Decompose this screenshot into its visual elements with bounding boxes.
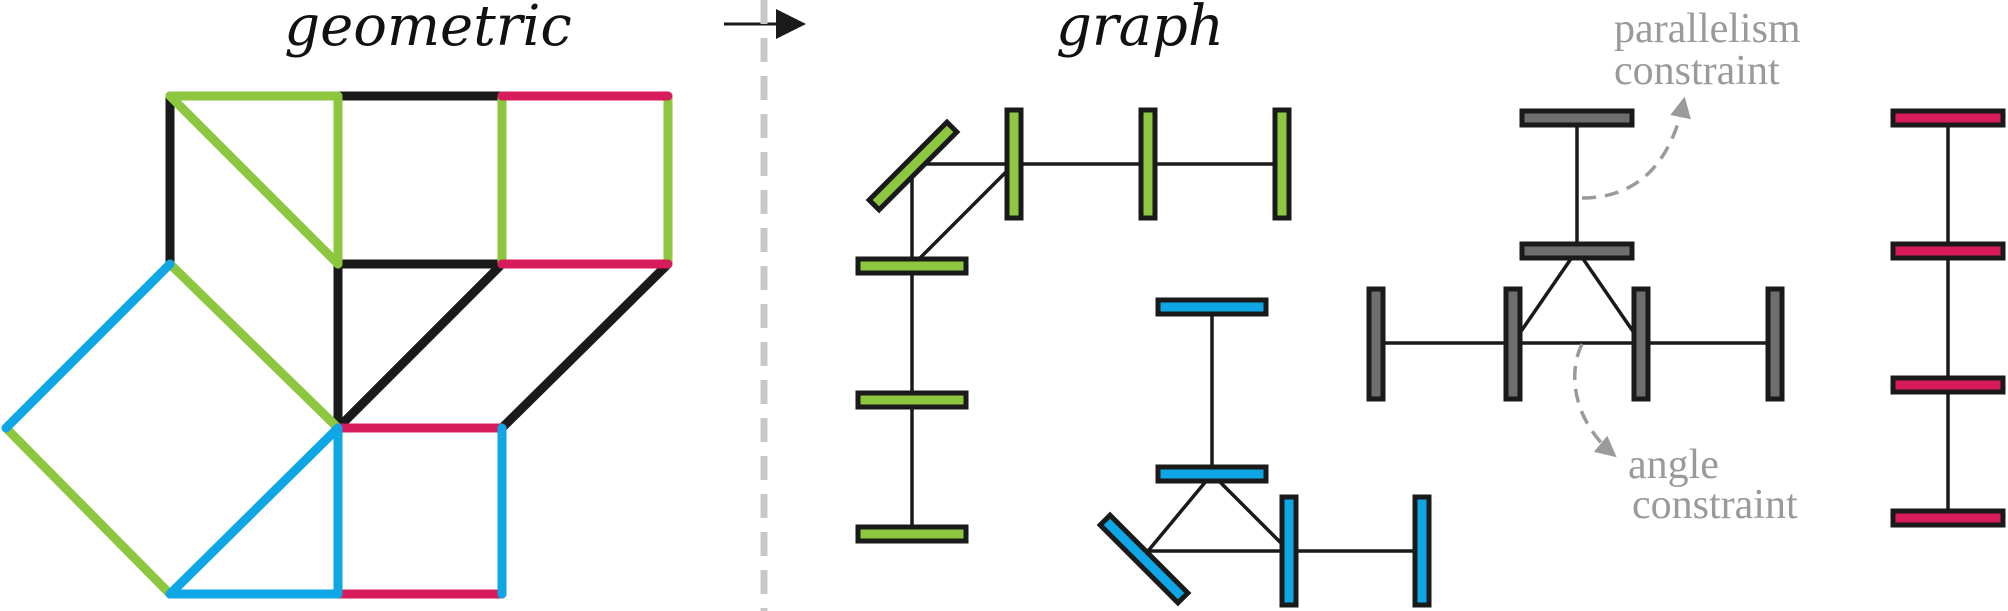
geo-edge	[165, 423, 343, 599]
graph-node	[855, 524, 969, 544]
gray-nodes	[1366, 108, 1785, 402]
graph-edge	[1146, 472, 1214, 553]
graph-node	[1890, 108, 2006, 128]
graph-node	[855, 390, 969, 410]
graph-node	[1765, 286, 1785, 402]
graph-node	[1155, 464, 1269, 484]
title-graph: graph	[1056, 0, 1224, 59]
graph-edges	[910, 118, 1950, 553]
blue-nodes	[1096, 297, 1432, 608]
graph-node	[1272, 107, 1292, 221]
graph-edge	[1575, 249, 1643, 344]
annotation-parallelism-line1: parallelism	[1614, 6, 1801, 52]
graph-edge	[910, 162, 1016, 268]
graph-node	[1503, 286, 1523, 402]
graph-node	[1366, 286, 1386, 402]
geo-edge	[1, 259, 175, 433]
geo-edge	[497, 259, 673, 433]
annotation-angle-line2: constraint	[1632, 482, 1798, 528]
geo-edge	[165, 91, 343, 269]
geo-edge	[1, 423, 175, 599]
title-geometric: geometric	[284, 0, 572, 59]
graph-node	[1890, 241, 2006, 261]
annotation-angle-line1: angle	[1628, 442, 1719, 488]
geo-edge	[165, 259, 343, 433]
graph-node	[1004, 107, 1024, 221]
graph-node	[865, 118, 961, 214]
graph-edge	[1511, 249, 1579, 344]
graph-node	[1138, 107, 1158, 221]
red-nodes	[1890, 108, 2006, 528]
graph-edge	[1210, 472, 1291, 553]
dashed-curved-arrow-icon	[1572, 343, 1617, 458]
graph-panel: parallelism constraint angle constraint	[855, 6, 2006, 608]
graph-node	[1890, 508, 2006, 528]
graph-node	[855, 256, 969, 276]
graph-node	[1890, 375, 2006, 395]
geometric-panel	[1, 91, 673, 599]
annotation-parallelism-line2: constraint	[1614, 48, 1780, 94]
graph-node	[1279, 494, 1299, 608]
geo-edge	[333, 259, 507, 433]
green-nodes	[855, 107, 1292, 544]
graph-node	[1519, 241, 1635, 261]
graph-node	[1519, 108, 1635, 128]
graph-node	[1631, 286, 1651, 402]
graph-node	[1155, 297, 1269, 317]
graph-node	[1096, 511, 1192, 607]
dashed-curved-arrow-icon	[1581, 96, 1691, 200]
graph-node	[1412, 494, 1432, 608]
